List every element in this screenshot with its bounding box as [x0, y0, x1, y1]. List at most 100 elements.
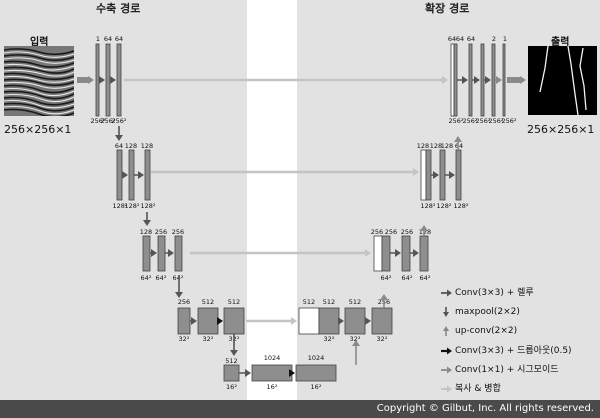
encoder-3-channels-0: 128 — [140, 228, 152, 236]
encoder-3-channels-2: 256 — [172, 228, 184, 236]
decoder-3-conv-arrow-0-head — [395, 249, 401, 257]
encoder-2-block-0 — [116, 149, 123, 201]
decoder-3-res-1: 64² — [402, 274, 413, 282]
decoder-1-upsampled-block — [450, 43, 455, 117]
decoder-3-block-1 — [401, 235, 411, 272]
legend-label: 복사 & 병합 — [455, 383, 501, 394]
encoder-4-dropout-arrow-head — [217, 317, 223, 325]
skip-connection-level-3-head — [365, 249, 371, 257]
decoder-2-res-1: 128² — [436, 202, 451, 210]
decoder-1-channels-4: 1 — [503, 35, 507, 43]
decoder-3-copied-block — [381, 235, 391, 272]
down-arrow-icon — [443, 307, 449, 318]
decoder-1-block-3 — [491, 43, 496, 117]
output-size-label: 256×256×1 — [527, 123, 595, 136]
encoder-1-block-1 — [105, 43, 111, 117]
decoder-4-channels-0: 512 — [303, 298, 315, 306]
encoder-1-block-2 — [116, 43, 122, 117]
decoder-3-upconv-arrow-head — [420, 225, 428, 231]
decoder-1-copied-block — [453, 43, 458, 117]
decoder-3-upsampled-block — [373, 235, 383, 272]
decoder-1-res-2: 256² — [475, 117, 490, 125]
encoder-1-channels-0: 1 — [96, 35, 100, 43]
encoder-2-maxpool-arrow-head — [143, 220, 151, 226]
bottleneck-channels-0: 512 — [225, 357, 237, 365]
right-arrow-dark-icon — [441, 289, 452, 297]
encoder-1-res-2: 256² — [111, 117, 126, 125]
bottleneck-dropout-arrow-head — [289, 369, 295, 377]
bottleneck-channels-2: 1024 — [308, 354, 325, 362]
decoder-3-channels-3: 128 — [419, 228, 431, 236]
encoder-3-conv-arrow-0-head — [151, 249, 157, 257]
encoder-3-res-2: 64² — [173, 274, 184, 282]
contracting-path-title: 수축 경로 — [96, 2, 141, 15]
encoder-1-res-0: 256² — [90, 117, 105, 125]
encoder-2-channels-1: 128 — [125, 142, 137, 150]
decoder-3-res-2: 64² — [420, 274, 431, 282]
encoder-2-res-1: 128² — [124, 202, 139, 210]
bottleneck-upconv-arrow-head — [352, 340, 360, 346]
encoder-1-channels-1: 64 — [104, 35, 112, 43]
bottleneck-block-2 — [295, 364, 337, 382]
decoder-1-block-2 — [480, 43, 485, 117]
decoder-1-channels-3: 2 — [492, 35, 496, 43]
bottleneck-channels-1: 1024 — [264, 354, 281, 362]
encoder-1-conv-arrow-0-head — [99, 76, 105, 84]
decoder-2-copied-block — [425, 149, 432, 201]
encoder-2-block-2 — [144, 149, 151, 201]
decoder-1-channels-2: 64 — [467, 35, 475, 43]
decoder-2-channels-1: 128 — [430, 142, 442, 150]
decoder-2-conv-arrow-0-head — [433, 171, 439, 179]
expanding-path-title: 확장 경로 — [425, 2, 470, 15]
decoder-1-block-4 — [502, 43, 506, 117]
decoder-1-res-4: 256² — [501, 117, 516, 125]
encoder-4-block-2 — [223, 307, 245, 335]
legend-label: maxpool(2×2) — [455, 307, 520, 318]
decoder-4-channels-1: 512 — [323, 298, 335, 306]
decoder-4-channels-2: 512 — [349, 298, 361, 306]
decoder-1-block-1 — [468, 43, 473, 117]
decoder-4-upconv-arrow-head — [380, 294, 388, 300]
output-image-label: 출력 — [551, 37, 570, 48]
decoder-4-block-1 — [344, 307, 366, 335]
encoder-2-res-2: 128² — [140, 202, 155, 210]
encoder-3-block-0 — [142, 235, 151, 272]
decoder-1-res-1: 256² — [462, 117, 477, 125]
up-arrow-icon — [443, 326, 449, 337]
bottleneck-res-0: 16² — [226, 383, 237, 391]
right-arrow-light-icon — [441, 385, 452, 393]
encoder-3-block-2 — [174, 235, 183, 272]
bottleneck-block-0 — [223, 364, 240, 382]
encoder-3-conv-arrow-1-head — [168, 249, 174, 257]
decoder-1-conv-arrow-2-head — [485, 76, 491, 84]
input-seismic-image — [3, 46, 75, 118]
encoder-3-block-1 — [157, 235, 166, 272]
decoder-2-channels-2: 128 — [441, 142, 453, 150]
decoder-2-channels-0: 128 — [417, 142, 429, 150]
decoder-1-channels-0: 64 — [448, 35, 456, 43]
encoder-4-block-1 — [197, 307, 219, 335]
bottleneck-block-1 — [251, 364, 293, 382]
bottleneck-conv-arrow-head — [245, 369, 251, 377]
legend-label: Conv(3×3) + 드롭아웃(0.5) — [455, 345, 572, 356]
input-size-label: 256×256×1 — [4, 123, 72, 136]
decoder-4-res-2: 32² — [377, 335, 388, 343]
decoder-4-conv-arrow-0-head — [338, 317, 344, 325]
bottleneck-res-1: 16² — [267, 383, 278, 391]
encoder-4-channels-0: 256 — [178, 298, 190, 306]
decoder-1-res-0: 256² — [448, 117, 463, 125]
encoder-1-res-1: 256² — [100, 117, 115, 125]
decoder-2-block-1 — [439, 149, 446, 201]
input-arrow-head — [88, 76, 94, 84]
copyright-footer: Copyright © Gilbut, Inc. All rights rese… — [0, 400, 600, 418]
legend-label: Conv(1×1) + 시그모이드 — [455, 364, 559, 375]
skip-connection-level-2-head — [413, 168, 419, 176]
legend-label: Conv(3×3) + 렐루 — [455, 288, 534, 298]
decoder-1-conv-arrow-0-head — [462, 76, 468, 84]
input-image-label: 입력 — [30, 37, 49, 48]
decoder-2-res-2: 128² — [453, 202, 468, 210]
decoder-3-channels-2: 256 — [401, 228, 413, 236]
decoder-1-channels-1: 64 — [456, 35, 464, 43]
decoder-3-channels-0: 256 — [371, 228, 383, 236]
decoder-2-channels-3: 64 — [455, 142, 463, 150]
